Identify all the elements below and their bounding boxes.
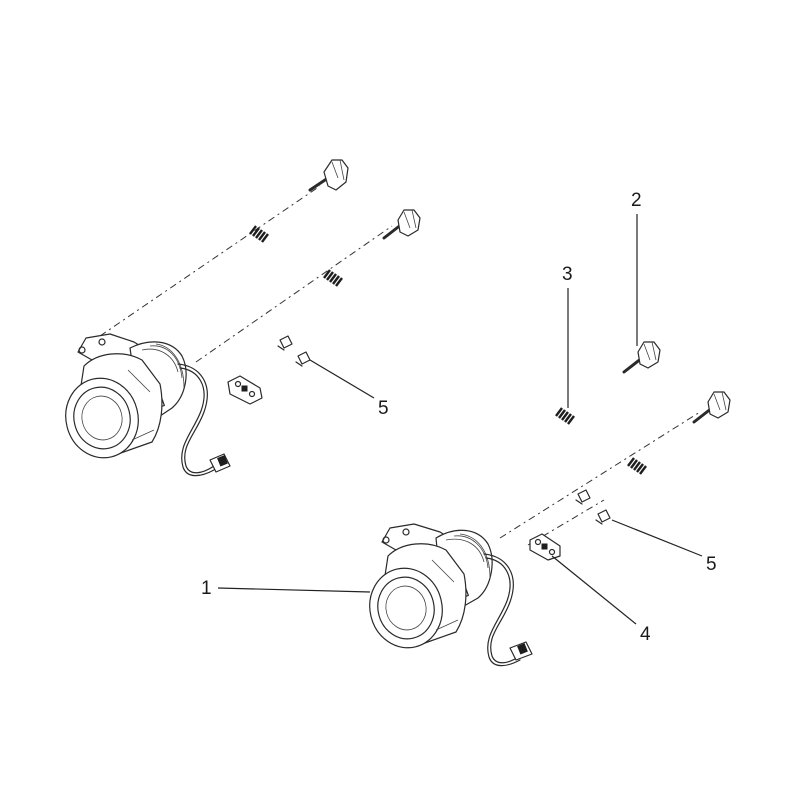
- lower-pivot-pin-a: [575, 489, 591, 505]
- upper-adjuster-screw-a: [308, 159, 349, 192]
- callout-5-lower: 5: [706, 554, 717, 575]
- lower-spring-b: [627, 457, 647, 475]
- upper-fog-lamp: [65, 333, 231, 477]
- callout-3: 3: [562, 264, 573, 285]
- callout-1: 1: [201, 578, 212, 599]
- callout-5-upper: 5: [378, 398, 389, 419]
- lower-fog-lamp: [369, 523, 533, 667]
- leader-lines: [217, 214, 703, 625]
- assembly-lines: [99, 185, 701, 546]
- lower-adjuster-screw-b: [692, 391, 731, 424]
- callout-2: 2: [631, 190, 642, 211]
- upper-pivot-pin-b: [295, 351, 311, 367]
- upper-pivot-plate: [227, 375, 263, 405]
- upper-spring-a: [249, 225, 269, 243]
- callout-4: 4: [640, 624, 651, 645]
- lower-spring-a: [555, 407, 575, 425]
- lower-pivot-plate: [529, 533, 561, 561]
- lower-pivot-pin-b: [595, 509, 611, 525]
- upper-spring-b: [323, 269, 343, 287]
- upper-pivot-pin-a: [277, 335, 293, 351]
- lower-adjuster-screw-a: [622, 341, 661, 374]
- upper-adjuster-screw-b: [382, 209, 421, 240]
